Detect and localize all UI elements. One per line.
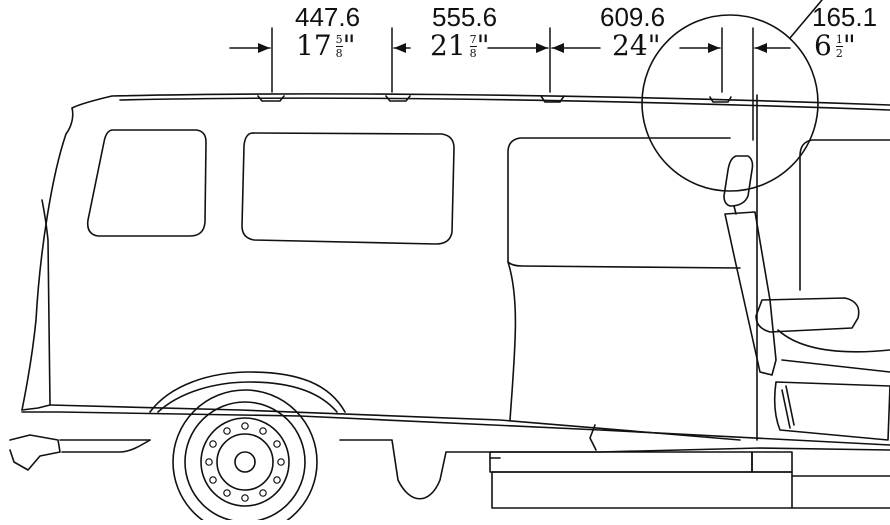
passenger-seat xyxy=(723,155,890,441)
dimension-metric-label: 555.6 xyxy=(432,2,498,32)
dimension-metric-label: 609.6 xyxy=(600,2,666,32)
lug-holes xyxy=(205,422,285,502)
roof-inner-line xyxy=(119,97,890,111)
step-lower xyxy=(491,471,793,509)
inch-mark: " xyxy=(647,29,661,62)
fraction-denominator: 2 xyxy=(835,47,843,60)
inch-mark: " xyxy=(476,29,490,62)
roof-clip xyxy=(385,95,411,102)
step-extension xyxy=(791,475,890,509)
sliding-door-window xyxy=(507,137,741,269)
roof-clip xyxy=(257,95,285,102)
fraction-numerator: 5 xyxy=(335,33,343,46)
fraction-denominator: 8 xyxy=(469,47,477,60)
arrow-head xyxy=(755,43,767,53)
front-window xyxy=(86,129,207,237)
tire xyxy=(172,389,318,525)
roof-clip xyxy=(540,95,565,103)
fraction-denominator: 8 xyxy=(335,47,343,60)
middle-window xyxy=(241,132,455,245)
roof-clip xyxy=(709,96,732,103)
dimension-inches: 17 xyxy=(296,29,332,62)
rim xyxy=(200,417,290,507)
fraction-numerator: 7 xyxy=(469,33,477,46)
door-bottom-line xyxy=(49,404,741,441)
hood-front xyxy=(21,199,51,411)
body-lower-line xyxy=(21,411,890,446)
arrow-head xyxy=(552,43,564,53)
rear-window xyxy=(799,139,890,291)
seat-cushion xyxy=(777,329,890,373)
running-board xyxy=(489,451,890,509)
wheel-arch xyxy=(149,371,346,413)
tire-inner xyxy=(184,401,306,523)
dimension-imperial-label: 24" xyxy=(612,30,661,62)
fraction-bar xyxy=(835,46,843,47)
frame-crack xyxy=(589,424,597,451)
dimension-inches: 24 xyxy=(612,29,648,62)
wheel-arch-inner xyxy=(157,381,338,413)
arrow-head xyxy=(708,43,720,53)
dimension-lines xyxy=(229,27,791,141)
arrow-head xyxy=(536,43,548,53)
chassis-rail xyxy=(61,439,151,453)
dimension-inches: 21 xyxy=(430,29,466,62)
seat-base xyxy=(773,381,890,441)
headrest xyxy=(723,155,754,207)
fraction-bar xyxy=(335,46,343,47)
seat-base-detail xyxy=(781,385,795,429)
dimension-metric-label: 447.6 xyxy=(295,2,361,32)
arrow-head xyxy=(258,43,270,53)
hub xyxy=(216,433,274,491)
dimension-metric-label: 165.1 xyxy=(812,2,878,32)
seat-back xyxy=(724,211,777,376)
dimension-inches: 6 xyxy=(814,29,832,62)
armrest xyxy=(755,297,860,333)
fraction-bar xyxy=(469,46,477,47)
van-body-outline xyxy=(21,93,890,411)
step-upper xyxy=(489,451,753,473)
inch-mark: " xyxy=(842,29,856,62)
arrow-head xyxy=(394,43,406,53)
step-end xyxy=(751,451,793,473)
hub-center xyxy=(234,451,256,473)
sliding-door-edge xyxy=(507,261,517,421)
front-bumper xyxy=(9,434,61,471)
detail-leader-line xyxy=(789,0,823,39)
fraction-numerator: 1 xyxy=(835,33,843,46)
chassis-lower xyxy=(59,439,890,500)
inch-mark: " xyxy=(342,29,356,62)
